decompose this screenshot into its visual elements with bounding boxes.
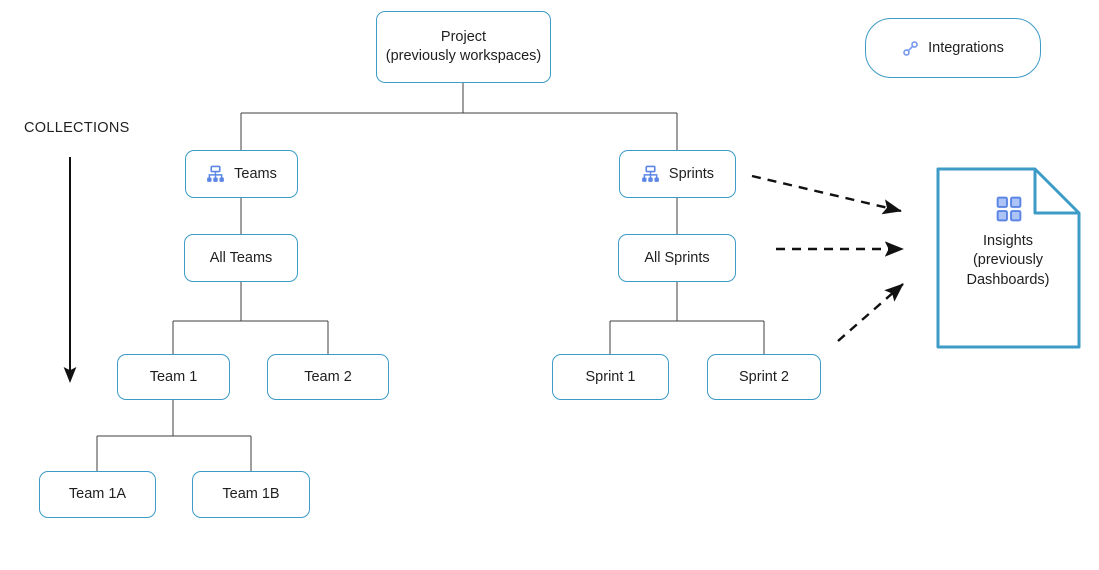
node-team-2-label: Team 2: [304, 368, 352, 385]
node-integrations[interactable]: Integrations: [865, 18, 1041, 78]
collections-label: COLLECTIONS: [24, 120, 130, 136]
node-team-1b-label: Team 1B: [222, 486, 280, 503]
node-team-1-label: Team 1: [149, 368, 198, 385]
hierarchy-icon: [641, 165, 660, 184]
node-project-label: Project (previously workspaces): [385, 29, 542, 64]
node-all-teams[interactable]: All Teams: [184, 234, 298, 282]
node-team-1a-label: Team 1A: [68, 486, 127, 503]
grid-2x2-icon: [996, 196, 1022, 227]
node-teams-label: Teams: [234, 165, 277, 182]
node-team-2[interactable]: Team 2: [267, 354, 389, 400]
dashed-edge-sprints-insights: [751, 174, 902, 215]
node-team-1a[interactable]: Team 1A: [39, 471, 156, 518]
node-sprint-2[interactable]: Sprint 2: [707, 354, 821, 400]
node-project[interactable]: Project (previously workspaces): [376, 11, 551, 83]
node-sprint-2-label: Sprint 2: [739, 368, 789, 385]
node-all-sprints[interactable]: All Sprints: [618, 234, 736, 282]
node-sprints-label: Sprints: [668, 165, 715, 182]
node-team-1[interactable]: Team 1: [117, 354, 230, 400]
node-all-teams-label: All Teams: [209, 249, 273, 266]
node-sprint-1[interactable]: Sprint 1: [552, 354, 669, 400]
link-icon: [902, 40, 919, 57]
node-teams[interactable]: Teams: [185, 150, 298, 198]
dashed-edge-sprint2-insights: [837, 283, 904, 342]
hierarchy-icon: [206, 165, 225, 184]
node-integrations-label: Integrations: [928, 39, 1004, 56]
node-all-sprints-label: All Sprints: [644, 249, 710, 266]
node-insights-label: Insights (previously Dashboards): [966, 233, 1050, 288]
node-team-1b[interactable]: Team 1B: [192, 471, 310, 518]
node-sprints[interactable]: Sprints: [619, 150, 736, 198]
node-sprint-1-label: Sprint 1: [585, 368, 636, 385]
